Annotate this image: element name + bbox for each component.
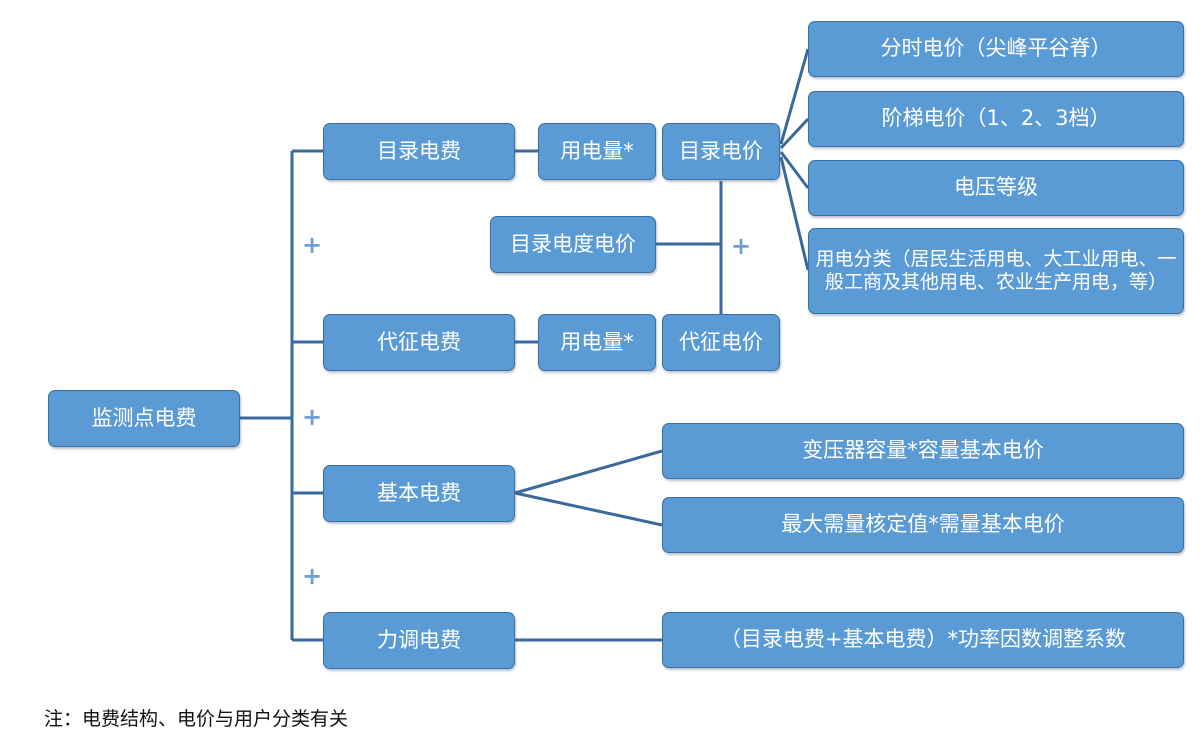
plus-icon: + [302, 562, 323, 590]
footnote: 注：电费结构、电价与用户分类有关 [44, 708, 349, 730]
voltage-level-node: 电压等级 [808, 160, 1184, 216]
demand-price-node: 最大需量核定值*需量基本电价 [662, 497, 1184, 553]
connector-category [779, 156, 810, 271]
category-node: 用电分类（居民生活用电、大工业用电、一般工商及其他用电、农业生产用电，等） [808, 228, 1184, 314]
connector-capacity [514, 449, 663, 495]
pf-fee-node: 力调电费 [323, 612, 515, 669]
catalog-kwh-price-node: 目录电度电价 [490, 216, 656, 273]
pf-formula-node: （目录电费+基本电费）*功率因数调整系数 [662, 612, 1184, 668]
basic-fee-node: 基本电费 [323, 465, 515, 522]
agency-fee-node: 代征电费 [323, 314, 515, 371]
connector-tou [779, 48, 810, 145]
root-node: 监测点电费 [48, 390, 240, 447]
connector-tier [779, 117, 810, 150]
agency-price-node: 代征电价 [662, 314, 780, 371]
agency-usage-node: 用电量* [538, 314, 656, 371]
plus-icon: + [302, 403, 323, 431]
tou-price-node: 分时电价（尖峰平谷脊） [808, 21, 1184, 77]
connector-voltage [779, 151, 810, 189]
tier-price-node: 阶梯电价（1、2、3档） [808, 91, 1184, 147]
capacity-price-node: 变压器容量*容量基本电价 [662, 423, 1184, 479]
catalog-usage-node: 用电量* [538, 123, 656, 180]
plus-icon: + [302, 231, 323, 259]
catalog-price-node: 目录电价 [662, 123, 780, 180]
plus-icon: + [731, 232, 752, 260]
connector-demand [514, 491, 663, 527]
catalog-fee-node: 目录电费 [323, 123, 515, 180]
